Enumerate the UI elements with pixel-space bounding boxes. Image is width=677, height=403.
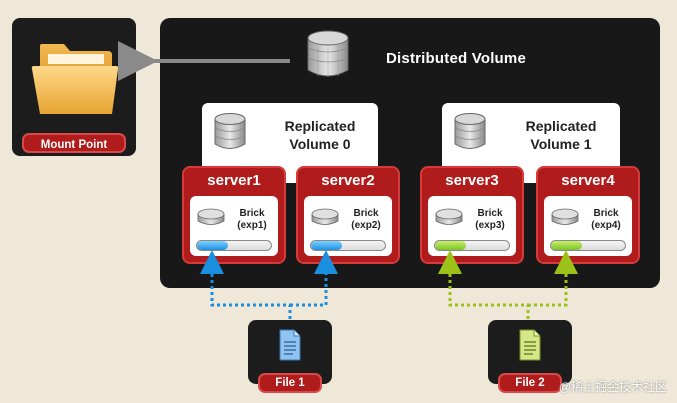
server-card-1: server1 Brick (exp1) bbox=[182, 166, 286, 264]
disk-icon bbox=[311, 208, 339, 225]
replicated-label-line1: Replicated bbox=[284, 118, 356, 134]
replicated-label-line2: Volume 0 bbox=[289, 136, 351, 152]
brick-usage-bar bbox=[550, 240, 626, 251]
distributed-volume-title: Distributed Volume bbox=[386, 50, 526, 67]
watermark: @稀土掘金技术社区 bbox=[558, 380, 667, 394]
brick-panel: Brick (exp3) bbox=[428, 196, 516, 256]
replicated-label-line1: Replicated bbox=[525, 118, 597, 134]
server-name: server4 bbox=[561, 172, 615, 189]
mount-point-label: Mount Point bbox=[22, 133, 126, 153]
brick-usage-bar bbox=[310, 240, 386, 251]
server-name: server1 bbox=[207, 172, 261, 189]
brick-label: Brick (exp1) bbox=[230, 208, 274, 232]
brick-panel: Brick (exp1) bbox=[190, 196, 278, 256]
brick-label-line2: (exp1) bbox=[237, 220, 267, 231]
brick-label-line1: Brick bbox=[477, 208, 503, 219]
brick-panel: Brick (exp4) bbox=[544, 196, 632, 256]
replicated-volume-1-label: Replicated Volume 1 bbox=[508, 117, 614, 153]
replicated-label-line2: Volume 1 bbox=[530, 136, 592, 152]
brick-label: Brick (exp4) bbox=[584, 208, 628, 232]
brick-usage-bar bbox=[196, 240, 272, 251]
document-icon bbox=[519, 329, 541, 361]
brick-label: Brick (exp2) bbox=[344, 208, 388, 232]
file2-connector bbox=[438, 250, 530, 325]
brick-usage-fill bbox=[311, 241, 343, 250]
database-icon bbox=[454, 113, 486, 149]
brick-usage-bar bbox=[434, 240, 510, 251]
server-card-2: server2 Brick (exp2) bbox=[296, 166, 400, 264]
brick-label-line1: Brick bbox=[593, 208, 619, 219]
server-name: server3 bbox=[445, 172, 499, 189]
brick-panel: Brick (exp2) bbox=[304, 196, 392, 256]
brick-label: Brick (exp3) bbox=[468, 208, 512, 232]
disk-icon bbox=[551, 208, 579, 225]
disk-icon bbox=[435, 208, 463, 225]
file2-connector bbox=[528, 250, 578, 307]
brick-usage-fill bbox=[435, 241, 467, 250]
server-name: server2 bbox=[321, 172, 375, 189]
replicated-volume-0-label: Replicated Volume 0 bbox=[268, 117, 372, 153]
database-icon bbox=[307, 30, 349, 77]
brick-usage-fill bbox=[197, 241, 229, 250]
folder-icon bbox=[31, 44, 119, 114]
server-card-3: server3 Brick (exp3) bbox=[420, 166, 524, 264]
brick-label-line2: (exp3) bbox=[475, 220, 505, 231]
disk-icon bbox=[197, 208, 225, 225]
server-card-4: server4 Brick (exp4) bbox=[536, 166, 640, 264]
file1-connector bbox=[200, 250, 292, 325]
file1-connector bbox=[290, 250, 338, 307]
database-icon bbox=[214, 113, 246, 149]
document-icon bbox=[279, 329, 301, 361]
brick-label-line1: Brick bbox=[239, 208, 265, 219]
file1-label: File 1 bbox=[258, 373, 322, 393]
brick-label-line1: Brick bbox=[353, 208, 379, 219]
brick-usage-fill bbox=[551, 241, 583, 250]
file2-label: File 2 bbox=[498, 373, 562, 393]
brick-label-line2: (exp4) bbox=[591, 220, 621, 231]
brick-label-line2: (exp2) bbox=[351, 220, 381, 231]
